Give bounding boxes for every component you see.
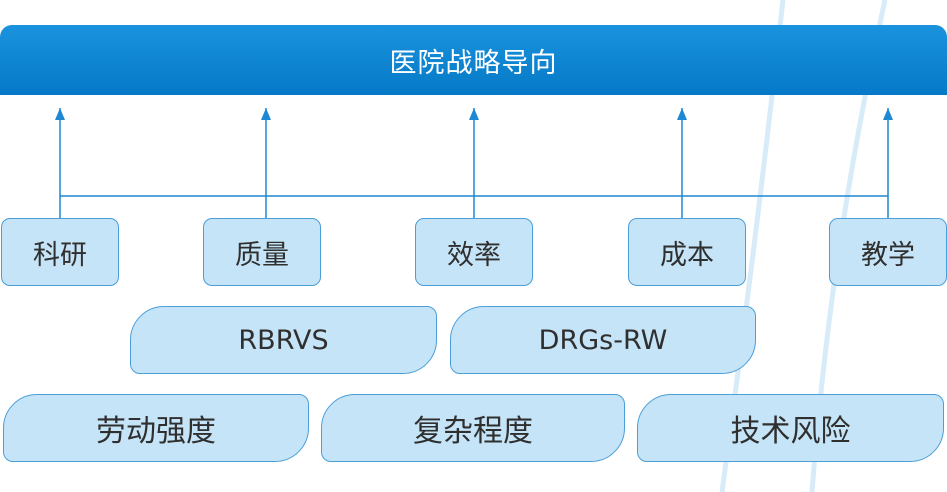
rbrvs-box: RBRVS [130,306,437,374]
hospital-strategy-header: 医院战略导向 [0,25,947,95]
labor-intensity-box: 劳动强度 [3,394,309,462]
complexity-box: 复杂程度 [321,394,625,462]
technical-risk-box: 技术风险 [637,394,944,462]
goal-cost-box: 成本 [628,218,746,286]
drgs-rw-box: DRGs-RW [450,306,756,374]
goal-efficiency-box: 效率 [415,218,533,286]
goal-teaching-box: 教学 [829,218,947,286]
goal-quality-box: 质量 [203,218,321,286]
goal-research-box: 科研 [1,218,119,286]
